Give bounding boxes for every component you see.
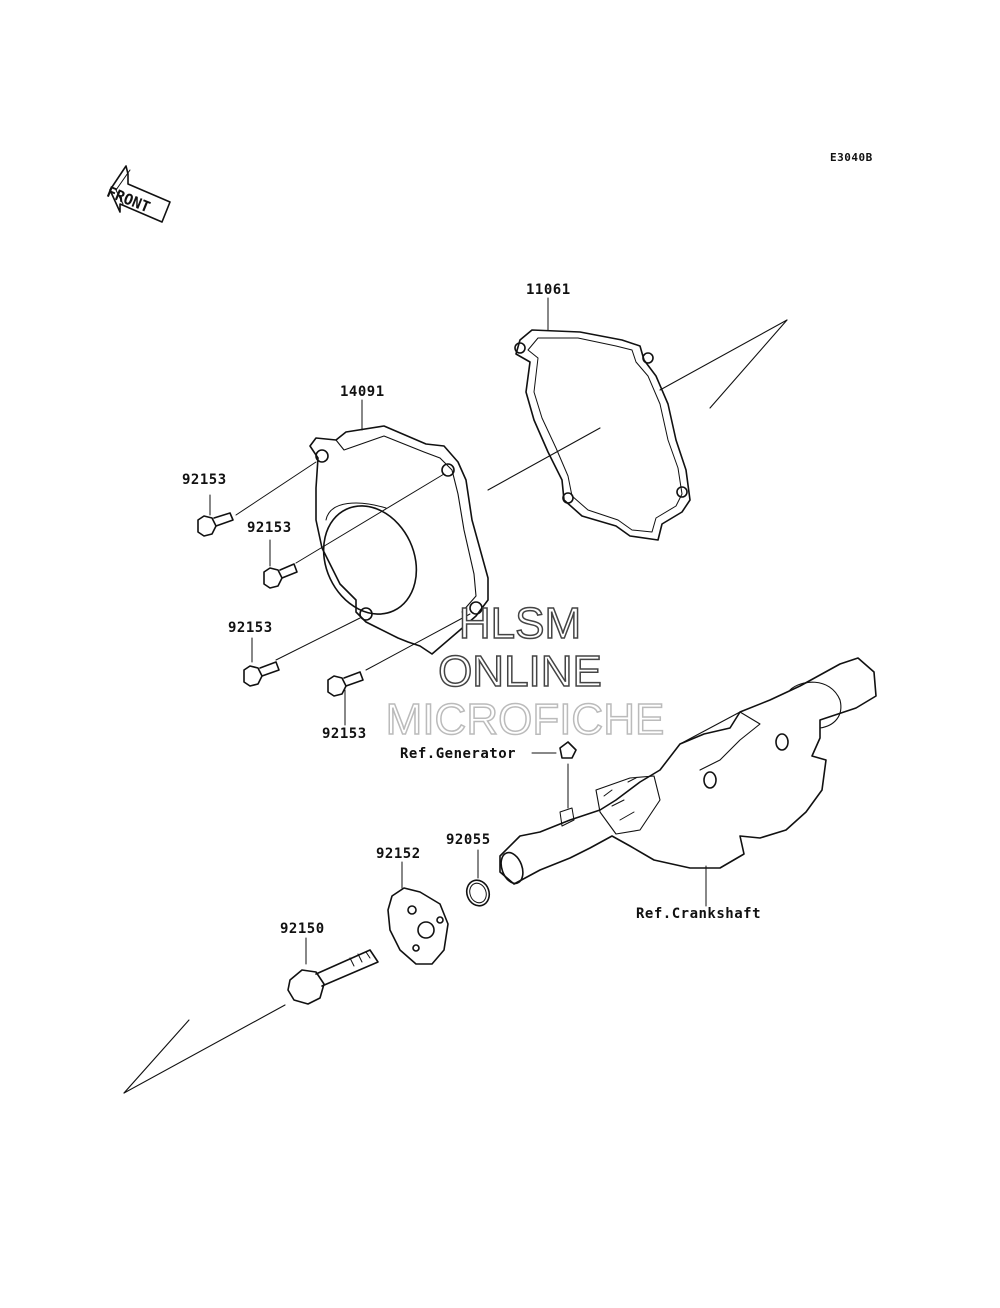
reference-leaders	[305, 752, 707, 965]
watermark-line3: MICROFICHE	[385, 695, 665, 745]
part-label-bolt-mid[interactable]: 92153	[247, 520, 292, 536]
bolt-top-left	[197, 512, 234, 537]
o-ring	[465, 879, 491, 907]
watermark-line1: HLSM	[458, 599, 582, 649]
crankshaft	[499, 657, 877, 885]
bolt-bottom	[327, 671, 364, 697]
part-label-bolt-bottom[interactable]: 92153	[322, 726, 367, 742]
leader-lines	[209, 297, 549, 726]
diagram-code: E3040B	[830, 151, 873, 164]
part-label-oring[interactable]: 92055	[446, 832, 491, 848]
generator-cover	[309, 425, 489, 655]
part-label-washer[interactable]: 92152	[376, 846, 421, 862]
ref-crankshaft-label[interactable]: Ref.Crankshaft	[636, 906, 762, 922]
bolt-mid	[263, 563, 298, 589]
front-arrow-icon	[109, 165, 171, 223]
axis-lines	[123, 319, 788, 1094]
gasket	[514, 329, 691, 541]
part-label-cover[interactable]: 14091	[340, 384, 385, 400]
ref-generator-label[interactable]: Ref.Generator	[400, 746, 517, 762]
part-label-main-bolt[interactable]: 92150	[280, 921, 325, 937]
washer	[387, 887, 449, 965]
part-label-gasket[interactable]: 11061	[526, 282, 571, 298]
part-label-bolt-lower-left[interactable]: 92153	[228, 620, 273, 636]
main-bolt	[287, 949, 379, 1005]
watermark-line2: ONLINE	[437, 647, 602, 697]
bolt-lower-left	[243, 661, 280, 687]
part-label-bolt-top-left[interactable]: 92153	[182, 472, 227, 488]
